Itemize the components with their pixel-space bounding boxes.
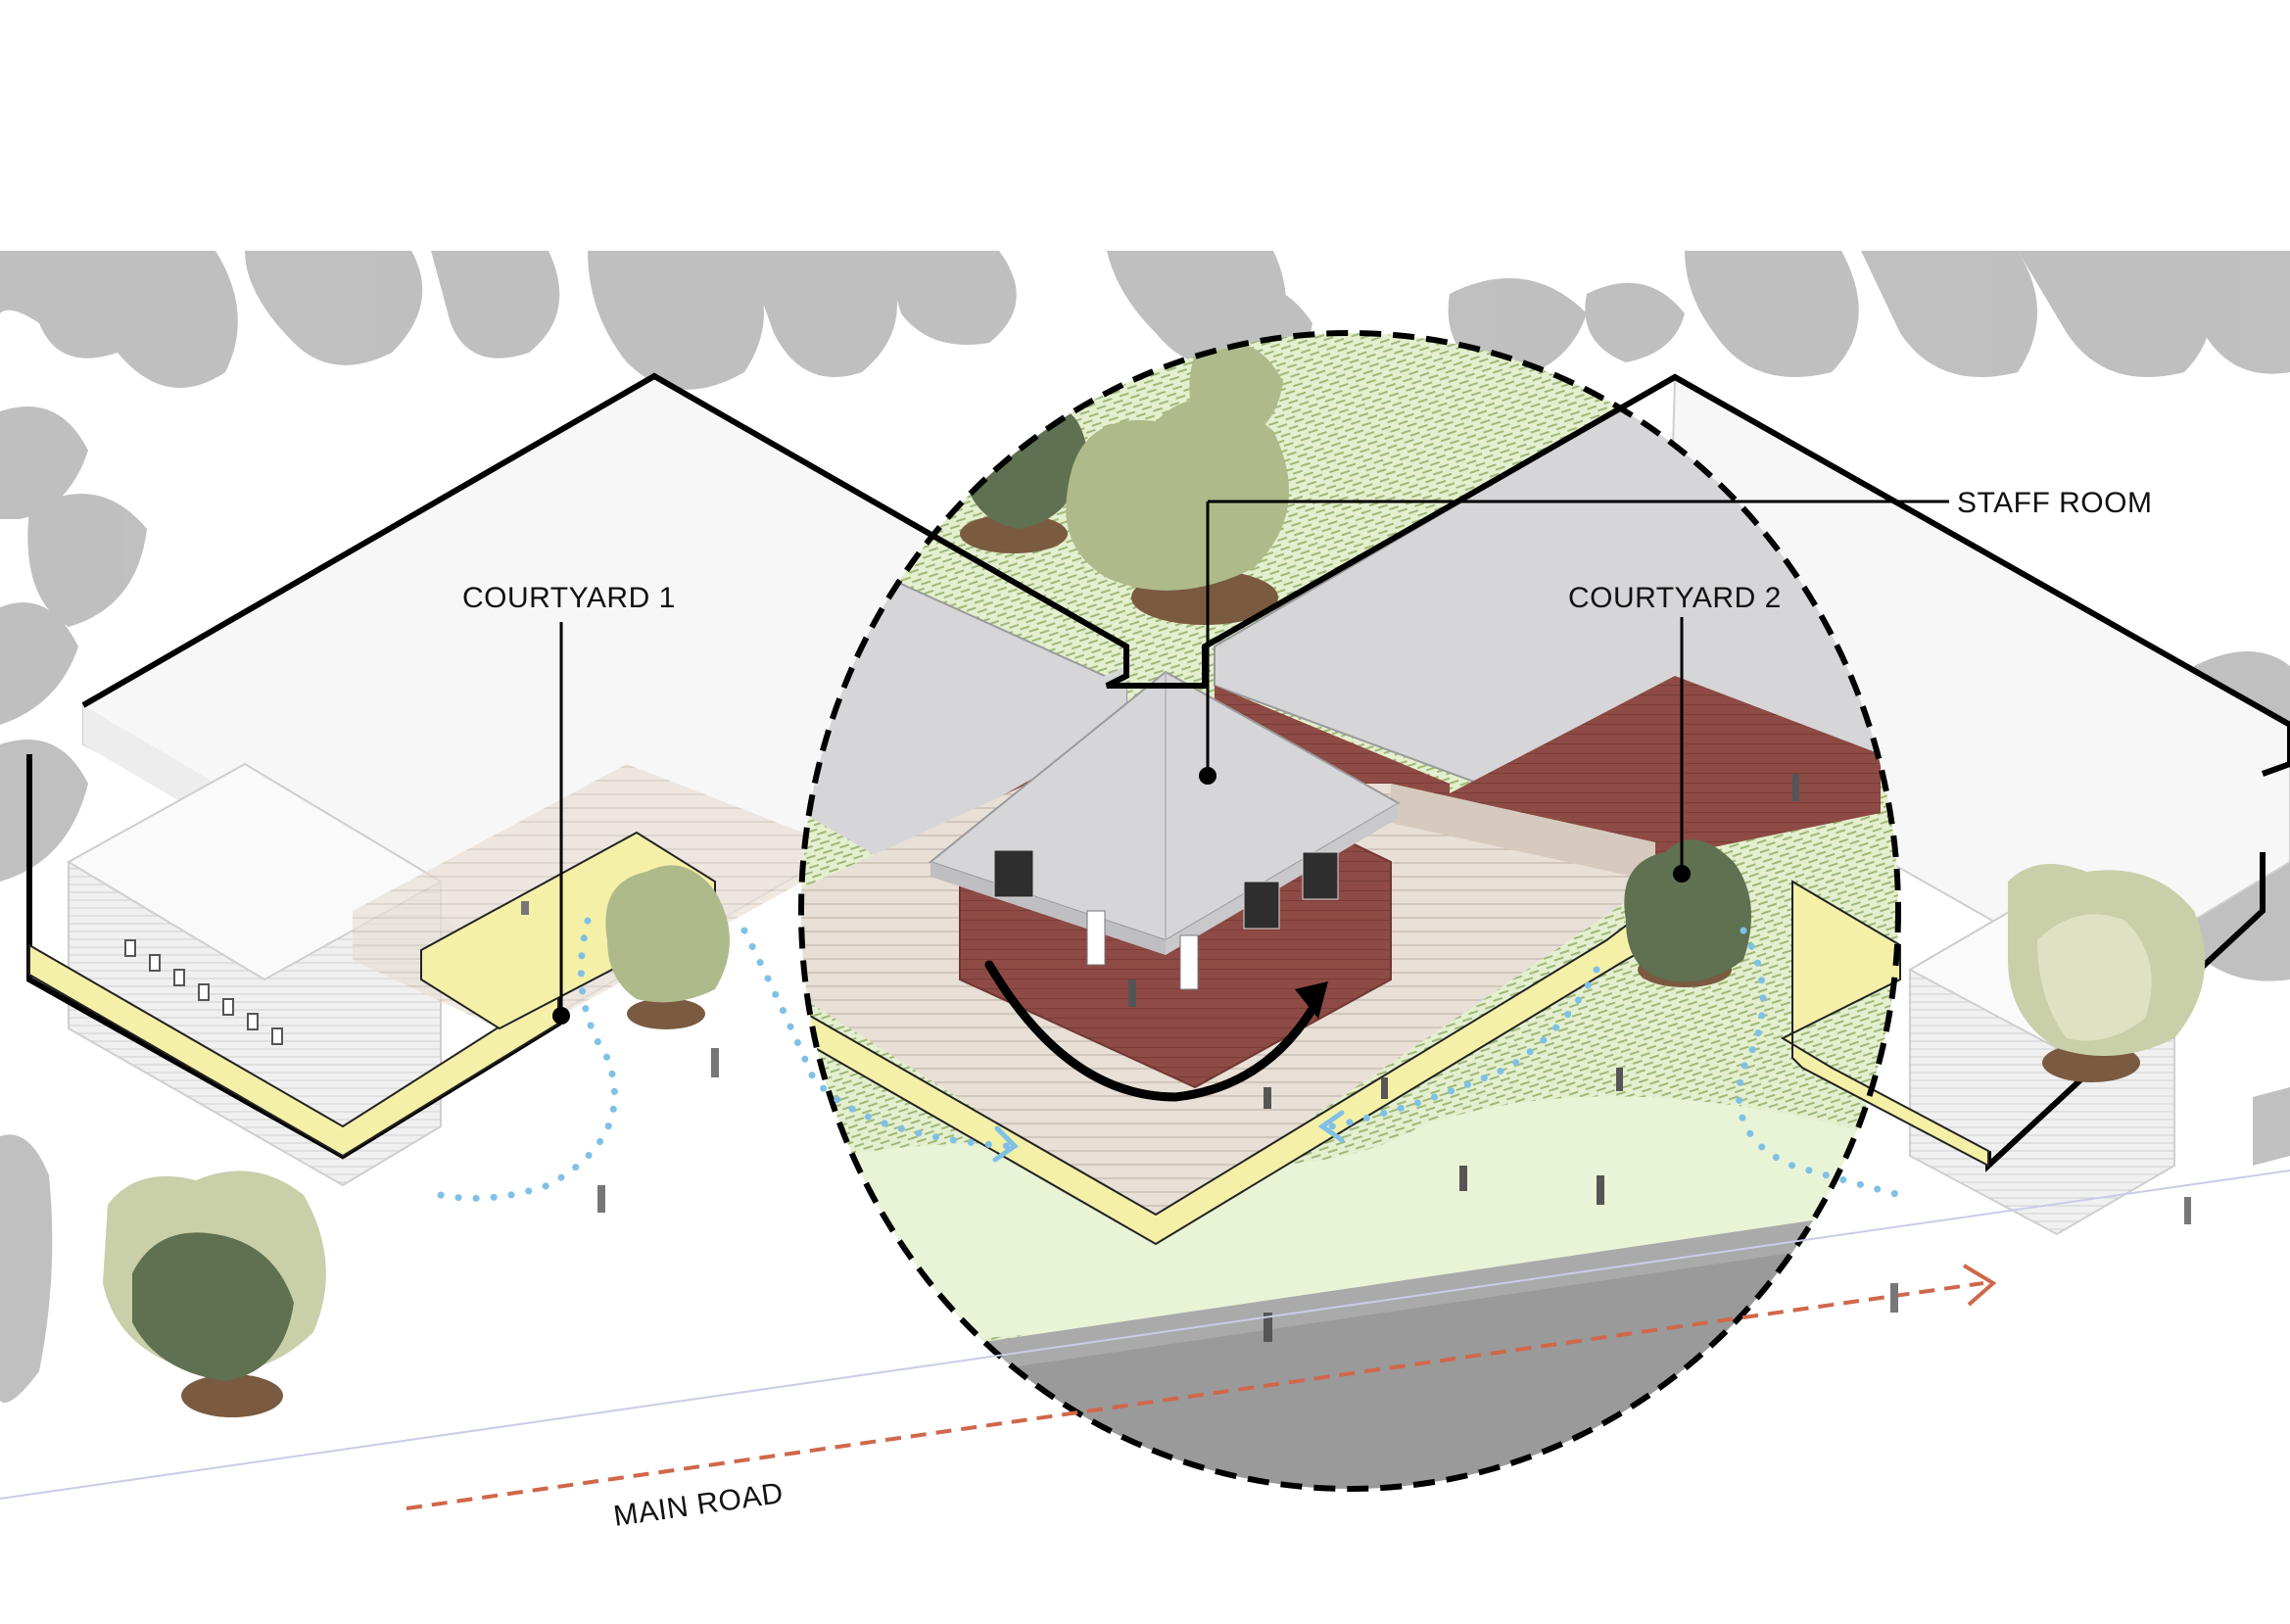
courtyard1-tree <box>605 865 730 1029</box>
courtyard2-tree <box>1624 839 1751 987</box>
front-left-tree <box>103 1170 326 1417</box>
staff-room-label: STAFF ROOM <box>1957 487 2152 519</box>
courtyard1-label: COURTYARD 1 <box>462 582 676 614</box>
courtyard2-label: COURTYARD 2 <box>1568 582 1782 614</box>
main-road-label: MAIN ROAD <box>611 1477 785 1533</box>
